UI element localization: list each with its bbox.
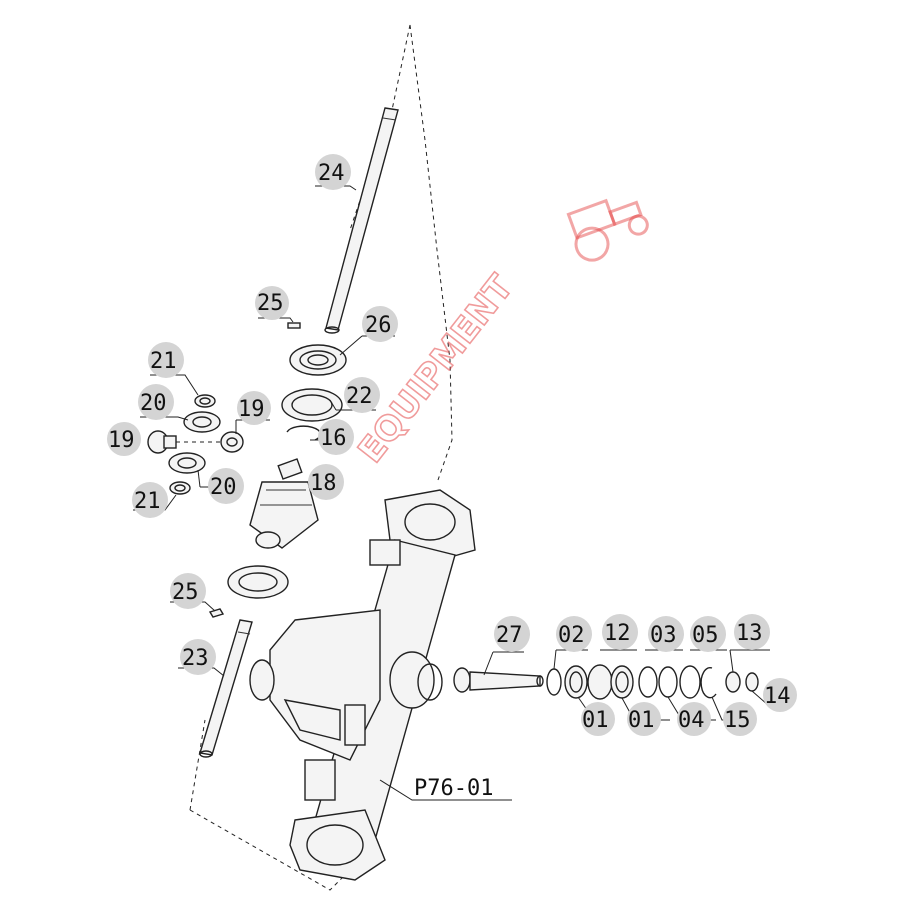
part-21-washer-upper (194, 394, 216, 408)
label-badges (107, 154, 797, 736)
label-24: 24 (318, 161, 345, 186)
part-12-ring (587, 664, 613, 700)
part-15-ring (700, 666, 717, 699)
label-26: 26 (365, 313, 392, 338)
tractor-icon (566, 198, 649, 262)
part-24-upper-shaft (324, 107, 399, 334)
label-25-upper: 25 (257, 291, 284, 316)
label-13: 13 (736, 621, 763, 646)
label-22: 22 (346, 384, 373, 409)
part-19-gear-left (147, 430, 177, 454)
label-01-a: 01 (582, 708, 609, 733)
part-21-washer-lower (169, 481, 191, 495)
part-20-bearing-upper (183, 411, 221, 433)
part-05-ring (679, 665, 701, 699)
housing-p76-01 (249, 489, 476, 881)
label-04: 04 (678, 708, 705, 733)
part-16-snap-ring (286, 425, 322, 441)
label-housing: P76-01 (414, 776, 493, 801)
part-04-ring (658, 666, 678, 698)
label-12: 12 (604, 621, 631, 646)
part-18-gear-assembly (249, 458, 319, 549)
label-14: 14 (764, 684, 791, 709)
part-23-lower-shaft (199, 619, 253, 758)
label-19-left: 19 (108, 428, 135, 453)
label-20-upper: 20 (140, 391, 167, 416)
part-27-pinion-shaft (453, 667, 544, 693)
part-20-bearing-lower (168, 452, 206, 474)
part-01-ring-b (610, 665, 634, 699)
part-22-bearing (281, 388, 343, 422)
watermark-text: EQUIPMENT (351, 267, 522, 470)
label-21-upper: 21 (150, 349, 177, 374)
label-23: 23 (182, 646, 209, 671)
part-25-key-lower (208, 608, 225, 618)
part-01-ring-a (564, 665, 588, 699)
label-21-lower: 21 (134, 489, 161, 514)
part-21-washer-upper-hole (199, 397, 211, 405)
label-27: 27 (496, 623, 523, 648)
label-18: 18 (310, 471, 337, 496)
label-01-b: 01 (628, 708, 655, 733)
label-16: 16 (320, 426, 347, 451)
label-15: 15 (724, 708, 751, 733)
label-02: 02 (558, 623, 585, 648)
part-14-washer (745, 672, 759, 692)
part-25-key-upper (287, 322, 301, 329)
part-03-ring (638, 666, 658, 698)
part-02-ring (546, 668, 562, 696)
label-05: 05 (692, 623, 719, 648)
ring-stack (546, 664, 759, 700)
part-labels: 24 25 26 21 22 20 19 19 16 18 20 21 25 2… (108, 161, 791, 801)
label-25-lower: 25 (172, 580, 199, 605)
part-26-bearing (289, 344, 347, 376)
label-03: 03 (650, 623, 677, 648)
label-19-right: 19 (238, 397, 265, 422)
part-21-washer-lower-hole (174, 484, 186, 492)
part-19-gear-right (220, 431, 244, 453)
label-20-lower: 20 (210, 475, 237, 500)
part-13-nut (725, 671, 741, 693)
lower-bearing (227, 565, 289, 599)
